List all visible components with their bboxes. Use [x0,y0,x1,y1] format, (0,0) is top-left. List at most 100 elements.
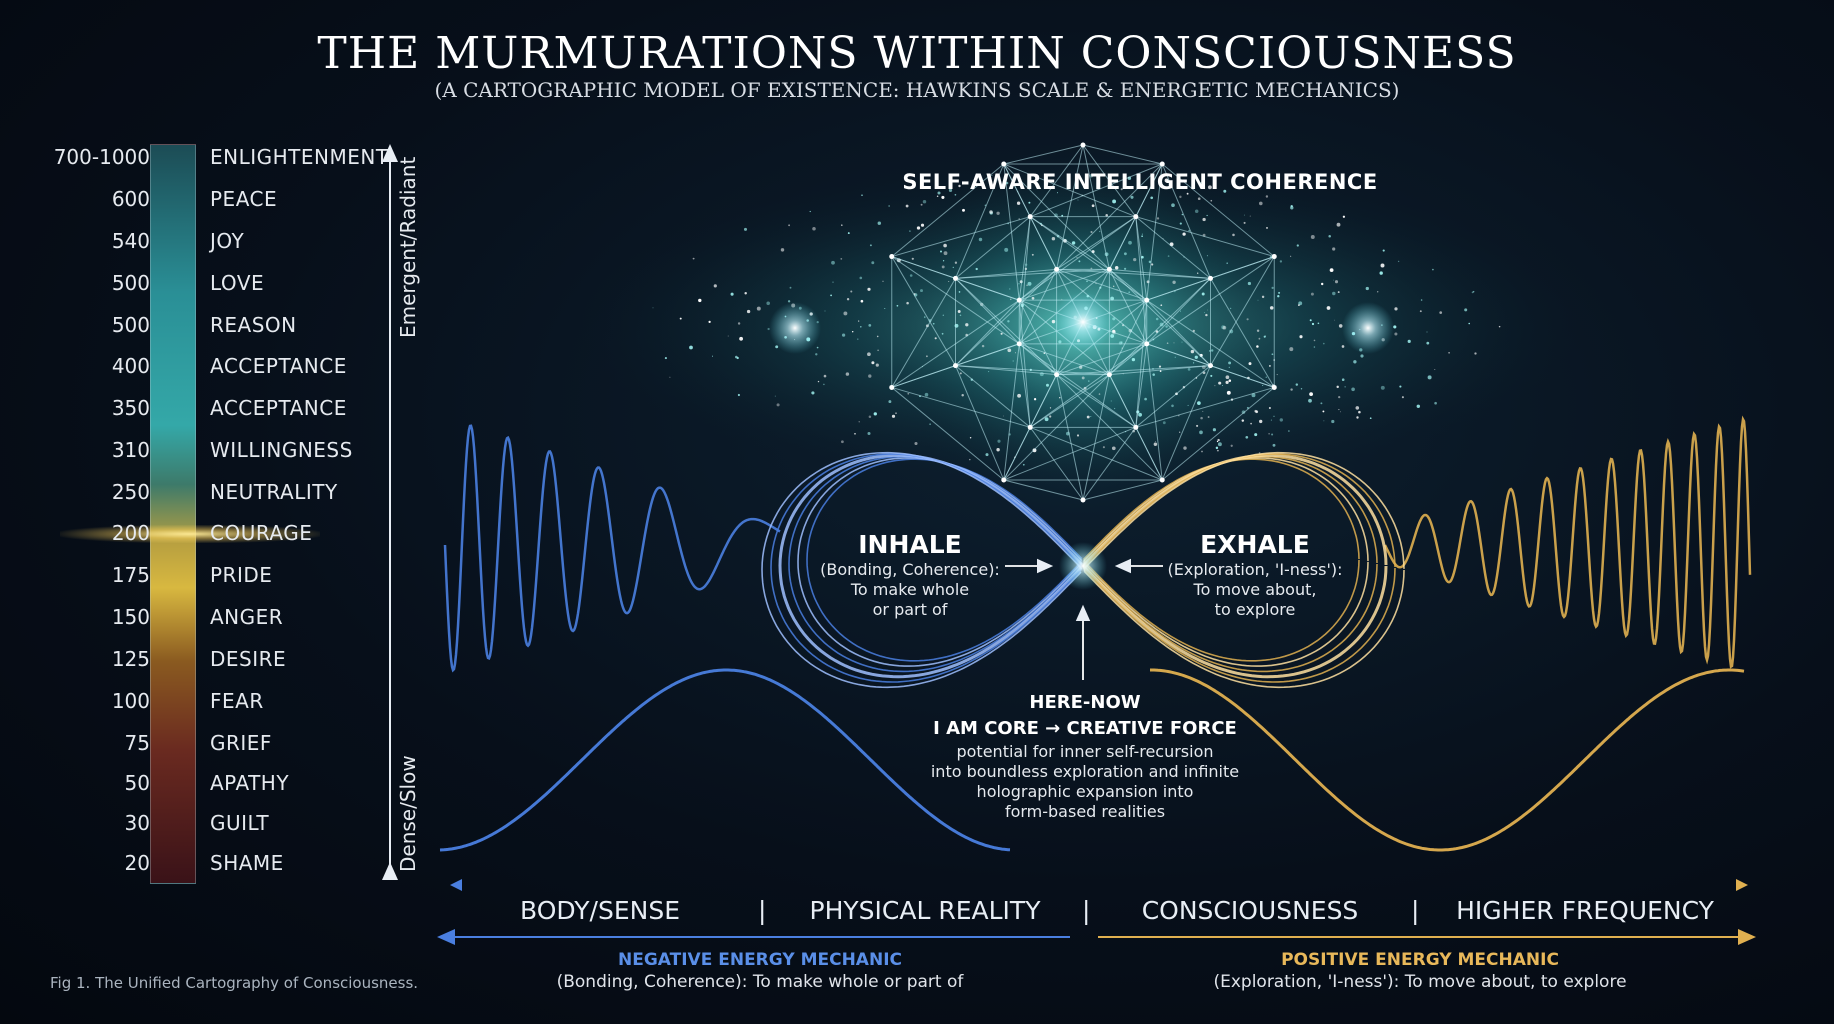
right-chirp-wave [1383,415,1752,669]
scale-value: 100 [111,689,150,713]
exhale-desc-3: to explore [1214,600,1296,619]
left-chirp-wave [443,424,781,673]
scale-level: NEUTRALITY [210,480,338,504]
scale-row: 400 ACCEPTANCE [20,354,400,384]
scale-level: PRIDE [210,563,273,587]
hawkins-scale-bar [150,144,196,884]
scale-value: 75 [124,731,150,755]
scale-row: 700-1000 ENLIGHTENMENT [20,145,400,175]
scale-value: 175 [111,563,150,587]
inhale-desc-2: To make whole [850,580,970,599]
scale-row: 100 FEAR [20,689,400,719]
scale-level: PEACE [210,187,278,211]
negative-mechanic-title: NEGATIVE ENERGY MECHANIC [617,950,902,970]
infinity-center-glow [1059,542,1107,590]
scale-value: 500 [111,313,150,337]
scale-row: 30 GUILT [20,811,400,841]
page-subtitle: (A CARTOGRAPHIC MODEL OF EXISTENCE: HAWK… [434,78,1400,102]
scale-value: 30 [124,811,150,835]
positive-mechanic-title: POSITIVE ENERGY MECHANIC [1281,950,1559,970]
scale-value: 150 [111,605,150,629]
axis-top-label: Emergent/Radiant [396,156,420,338]
separator-3: | [1411,896,1420,925]
scale-level: SHAME [210,851,284,875]
coherence-label: SELF-AWARE INTELLIGENT COHERENCE [902,170,1378,194]
scale-value: 50 [124,771,150,795]
axis-bottom-label: Dense/Slow [396,755,420,872]
scale-row: 150 ANGER [20,605,400,635]
courage-glow [60,525,320,543]
scale-row: 75 GRIEF [20,731,400,761]
exhale-desc-1: (Exploration, 'I-ness'): [1167,560,1343,579]
scale-value: 500 [111,271,150,295]
inhale-title: INHALE [858,530,962,559]
inhale-loop [778,453,1083,679]
coherence-lattice [889,142,1277,503]
core-desc-line-2: into boundless exploration and infinite [930,762,1240,781]
scale-value: 400 [111,354,150,378]
scale-value: 700-1000 [53,145,150,169]
inhale-loop [761,451,1083,689]
scale-level: DESIRE [210,647,287,671]
scale-row: 50 APATHY [20,771,400,801]
scale-row: 125 DESIRE [20,647,400,677]
separator-1: | [758,896,767,925]
scale-row: 540 JOY [20,229,400,259]
positive-mechanic-desc: (Exploration, 'I-ness'): To move about, … [1213,972,1627,992]
exhale-title: EXHALE [1200,530,1310,559]
scale-level: LOVE [210,271,265,295]
scale-value: 600 [111,187,150,211]
scale-value: 310 [111,438,150,462]
cloud-left-glow [769,302,821,354]
label-higher-frequency: HIGHER FREQUENCY [1456,896,1714,925]
lower-blue-wave [439,668,1011,852]
core-label: I AM CORE → CREATIVE FORCE [933,718,1237,739]
inhale-desc-1: (Bonding, Coherence): [820,560,1000,579]
label-body-sense: BODY/SENSE [520,896,680,925]
core-description: potential for inner self-recursion into … [880,742,1290,822]
label-physical-reality: PHYSICAL REALITY [809,896,1041,925]
inhale-loop [806,458,1083,662]
scale-level: GUILT [210,811,270,835]
scale-level: GRIEF [210,731,272,755]
scale-value: 540 [111,229,150,253]
scale-level: FEAR [210,689,264,713]
inhale-desc-3: or part of [872,600,948,619]
scale-level: ANGER [210,605,284,629]
scale-row: 250 NEUTRALITY [20,480,400,510]
scale-value: 125 [111,647,150,671]
scale-row: 600 PEACE [20,187,400,217]
scale-row: 310 WILLINGNESS [20,438,400,468]
scale-row: 175 PRIDE [20,563,400,593]
core-desc-line-3: holographic expansion into [976,782,1194,801]
scale-value: 350 [111,396,150,420]
lower-gold-wave [1150,668,1745,852]
scale-level: ENLIGHTENMENT [210,145,389,169]
scale-value: 200 [111,521,150,545]
scale-level: ACCEPTANCE [210,396,347,420]
here-now-label: HERE-NOW [1029,692,1141,713]
scale-value: 250 [111,480,150,504]
scale-row: 500 LOVE [20,271,400,301]
scale-level: WILLINGNESS [210,438,353,462]
scale-row: 350 ACCEPTANCE [20,396,400,426]
exhale-desc-2: To move about, [1193,580,1317,599]
page-title: THE MURMURATIONS WITHIN CONSCIOUSNESS [317,28,1517,79]
negative-mechanic-desc: (Bonding, Coherence): To make whole or p… [556,972,964,992]
label-consciousness: CONSCIOUSNESS [1141,896,1359,925]
inhale-loop [797,457,1083,667]
core-desc-line-1: potential for inner self-recursion [956,742,1214,761]
separator-2: | [1082,896,1091,925]
scale-level: APATHY [210,771,290,795]
cloud-center-glow [1053,292,1113,352]
inhale-loop [770,453,1083,683]
scale-level: ACCEPTANCE [210,354,347,378]
scale-row: 500 REASON [20,313,400,343]
cloud-right-glow [1342,302,1394,354]
core-desc-line-4: form-based realities [1004,802,1166,821]
scale-level: JOY [210,229,245,253]
scale-level: REASON [210,313,297,337]
